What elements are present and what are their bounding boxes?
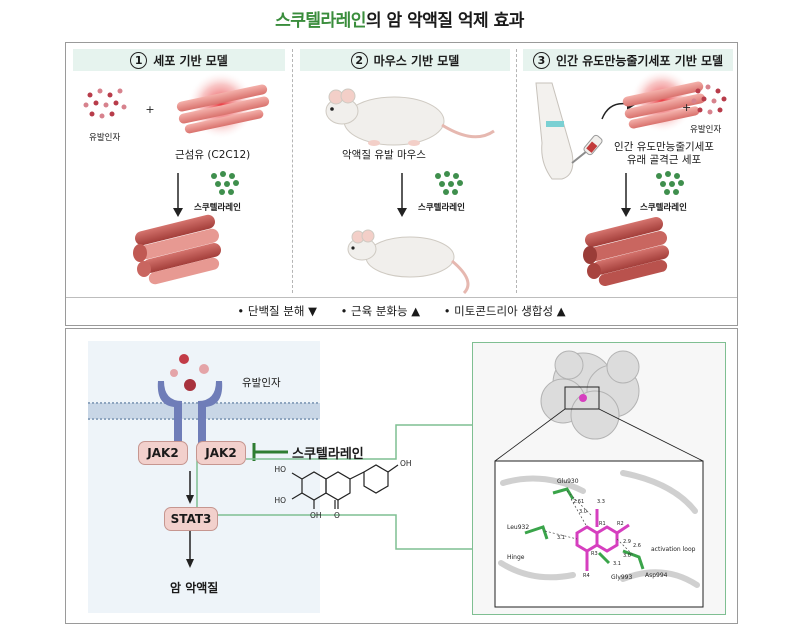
inducer-dots <box>170 354 209 391</box>
muscle-fiber-label: 근섬유 (C2C12) <box>175 149 251 161</box>
distance-label: 2.9 <box>623 539 631 545</box>
scutellarein-dots <box>211 171 239 195</box>
title-highlight: 스쿠텔라레인 <box>275 11 366 31</box>
scutellarein-dots <box>656 171 684 195</box>
column-divider <box>292 49 293 293</box>
title-rest: 의 암 악액질 억제 효과 <box>365 11 524 31</box>
models-illustration: + <box>83 69 727 295</box>
atom-label: O <box>334 511 340 520</box>
residue-label: Glu930 <box>557 478 579 485</box>
ring-label: R2 <box>617 521 624 527</box>
figure-title: 스쿠텔라레인의 암 악액질 억제 효과 <box>0 6 799 31</box>
models-panel: 1 세포 기반 모델 2 마우스 기반 모델 3 인간 유도만능줄기세포 기반 … <box>65 42 738 326</box>
annotation-label: activation loop <box>651 546 696 553</box>
scutellarein-structure <box>291 464 399 509</box>
jak2-left-box: JAK2 <box>138 441 188 465</box>
residue-label: Asp994 <box>645 572 668 579</box>
model-label: 세포 기반 모델 <box>153 53 228 68</box>
jak2-right-box: JAK2 <box>196 441 246 465</box>
scutellarein-label: 스쿠텔라레인 <box>640 203 687 213</box>
svg-text:+: + <box>682 101 691 114</box>
atom-label: OH <box>400 459 412 468</box>
docking-zoom-panel: Glu930 Leu932 Gly993 Asp994 Hinge activa… <box>472 342 726 615</box>
inducer-label: 유발인자 <box>89 133 121 143</box>
stat3-box: STAT3 <box>164 507 218 531</box>
atom-label: HO <box>274 496 286 505</box>
cachexia-mouse-label: 악액질 유발 마우스 <box>342 149 426 161</box>
distance-label: 3.1 <box>557 535 565 541</box>
scutellarein-label: 스쿠텔라레인 <box>194 203 241 213</box>
effect-item: • 근육 분화능 ▲ <box>340 304 421 318</box>
model-label: 인간 유도만능줄기세포 기반 모델 <box>555 53 724 68</box>
scutellarein-label: 스쿠텔라레인 <box>418 203 465 213</box>
model-number: 1 <box>130 51 148 69</box>
ring-label: R1 <box>599 521 606 527</box>
distance-label: 3.3 <box>597 499 605 505</box>
scutellarein-dots <box>435 171 463 195</box>
mouse-icon <box>347 229 470 295</box>
protein-ribbon <box>498 470 700 588</box>
cancer-cachexia-label: 암 악액질 <box>170 581 219 595</box>
atom-label: HO <box>274 465 286 474</box>
ring-label: R4 <box>583 573 590 579</box>
scutellarein-inhibitor-label: 스쿠텔라레인 <box>292 447 364 462</box>
ipsc-muscle-label-2: 유래 골격근 세포 <box>626 154 702 166</box>
inducer-dots <box>691 84 727 115</box>
mechanism-illustration: HO HO OH OH O <box>88 341 473 613</box>
distance-label: 2.61 <box>573 499 584 505</box>
ring-label: R3 <box>591 551 598 557</box>
model-header-2: 2 마우스 기반 모델 <box>300 49 510 71</box>
svg-text:+: + <box>145 103 154 116</box>
muscle-bundle-icon <box>583 217 670 287</box>
annotation-label: Hinge <box>507 554 525 561</box>
atom-label: OH <box>310 511 322 520</box>
ipsc-muscle-label-1: 인간 유도만능줄기세포 <box>614 141 714 153</box>
column-divider <box>516 49 517 293</box>
model-header-3: 3 인간 유도만능줄기세포 기반 모델 <box>523 49 733 71</box>
muscle-fiber-icon <box>622 81 706 129</box>
model-number: 3 <box>532 51 550 69</box>
muscle-fiber-icon <box>176 84 270 134</box>
protein-surface-icon <box>540 350 640 440</box>
effects-row: • 단백질 분해 ▼ • 근육 분화능 ▲ • 미토콘드리아 생합성 ▲ <box>66 303 737 319</box>
distance-label: 3.0 <box>623 553 631 559</box>
effects-divider <box>66 297 737 298</box>
distance-label: 3.0 <box>579 509 587 515</box>
model-number: 2 <box>350 51 368 69</box>
muscle-bundle-icon <box>133 214 222 285</box>
residue-label: Gly993 <box>611 574 633 581</box>
inducer-label: 유발인자 <box>242 377 281 389</box>
inducer-dots <box>83 88 127 119</box>
distance-label: 3.1 <box>613 561 621 567</box>
distance-label: 2.6 <box>633 543 641 549</box>
model-header-1: 1 세포 기반 모델 <box>73 49 285 71</box>
docking-illustration: Glu930 Leu932 Gly993 Asp994 Hinge activa… <box>494 350 704 608</box>
residue-label: Leu932 <box>507 524 529 531</box>
receptor-icon <box>157 381 223 449</box>
effect-item: • 미토콘드리아 생합성 ▲ <box>443 304 566 318</box>
mouse-icon <box>325 88 495 146</box>
model-label: 마우스 기반 모델 <box>373 53 460 68</box>
inducer-label: 유발인자 <box>690 125 722 135</box>
effect-item: • 단백질 분해 ▼ <box>237 304 317 318</box>
